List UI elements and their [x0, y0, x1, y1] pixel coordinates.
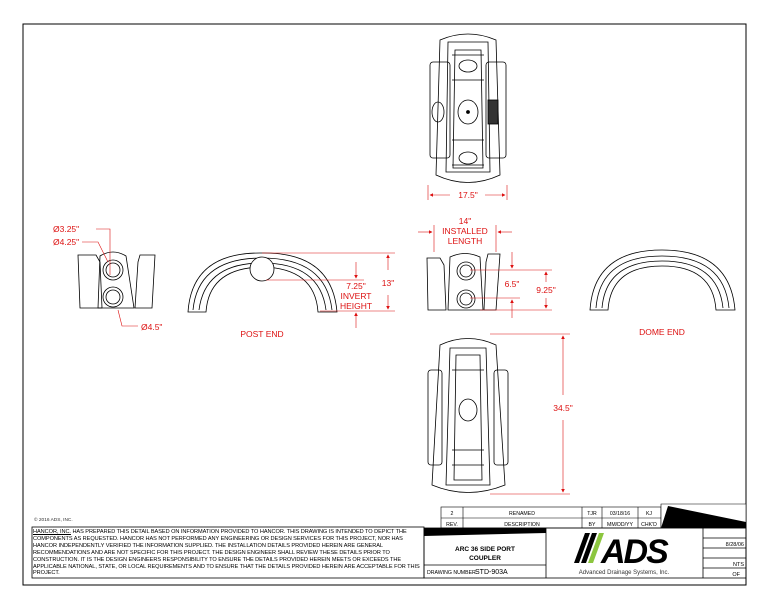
dim-label-port-mid: Ø4.25" — [53, 237, 79, 247]
title-block — [423, 527, 747, 579]
dimension-ports-side — [470, 252, 552, 318]
sheet-border — [22, 23, 747, 586]
dimension-length-bottom — [490, 333, 570, 495]
dome-end-view — [589, 249, 736, 311]
dome-end-label: DOME END — [639, 327, 685, 337]
dimension-width-top: 17.5" — [427, 185, 508, 200]
header-date: MM/DD/YY — [607, 522, 633, 528]
sheet-value: OF — [732, 572, 740, 578]
dim-label-invert-l2: HEIGHT — [340, 301, 372, 311]
port-dimensions — [82, 228, 138, 327]
drawing-title-line1: ARC 36 SIDE PORT — [455, 546, 515, 553]
date-value: 8/28/06 — [726, 542, 744, 548]
dim-label-height: 13" — [382, 278, 394, 288]
drawing-title-line2: COUPLER — [469, 555, 501, 562]
side-view — [426, 253, 501, 311]
drawing-number: STD-903A — [475, 569, 508, 576]
header-by: BY — [589, 522, 596, 528]
company-name: Advanced Drainage Systems, Inc. — [579, 570, 670, 576]
post-end-label: POST END — [240, 329, 283, 339]
dim-label-invert-value: 7.25" — [346, 281, 366, 291]
post-end-view — [187, 252, 338, 313]
dim-label-port-large: Ø4.5" — [141, 322, 162, 332]
dim-label-length: 34.5" — [553, 403, 573, 413]
rev-description: RENAMED — [509, 511, 535, 517]
top-view — [429, 33, 507, 183]
rev-date: 03/18/16 — [610, 511, 630, 517]
copyright: © 2016 ADS, INC. — [34, 518, 73, 523]
disclaimer-body: HAS PREPARED THIS DETAIL BASED ON INFORM… — [33, 529, 420, 577]
end-view-left — [77, 251, 156, 309]
bottom-view — [427, 338, 509, 493]
ads-logo: ADS Advanced Drainage Systems, Inc. — [574, 533, 671, 576]
dim-label-installed-length: 14" — [459, 216, 471, 226]
ads-logo-text: ADS — [600, 533, 669, 571]
dim-label-port-height: 9.25" — [536, 285, 556, 295]
dim-label-installed-l2: LENGTH — [448, 236, 482, 246]
rev-by: TJR — [587, 511, 597, 517]
rev-chkd: KJ — [646, 511, 652, 517]
header-rev: REV. — [446, 522, 458, 528]
header-chkd: CHK'D — [641, 522, 657, 528]
dimension-installed-length — [418, 225, 512, 252]
drawing-number-label: DRAWING NUMBER: — [427, 570, 477, 576]
dim-label-width: 17.5" — [458, 190, 478, 200]
rev-number: 2 — [451, 511, 454, 517]
dim-label-port-small: Ø3.25" — [53, 224, 79, 234]
dim-label-installed-l1: INSTALLED — [442, 226, 488, 236]
dim-label-invert-l1: INVERT — [340, 291, 371, 301]
scale-value: NTS — [733, 562, 744, 568]
header-description: DESCRIPTION — [504, 522, 540, 528]
dim-label-port-spacing: 6.5" — [505, 279, 520, 289]
disclaimer-company: HANCOR, INC. — [33, 529, 71, 535]
dimension-height — [262, 252, 395, 328]
disclaimer-text: HANCOR, INC. HAS PREPARED THIS DETAIL BA… — [33, 529, 421, 577]
